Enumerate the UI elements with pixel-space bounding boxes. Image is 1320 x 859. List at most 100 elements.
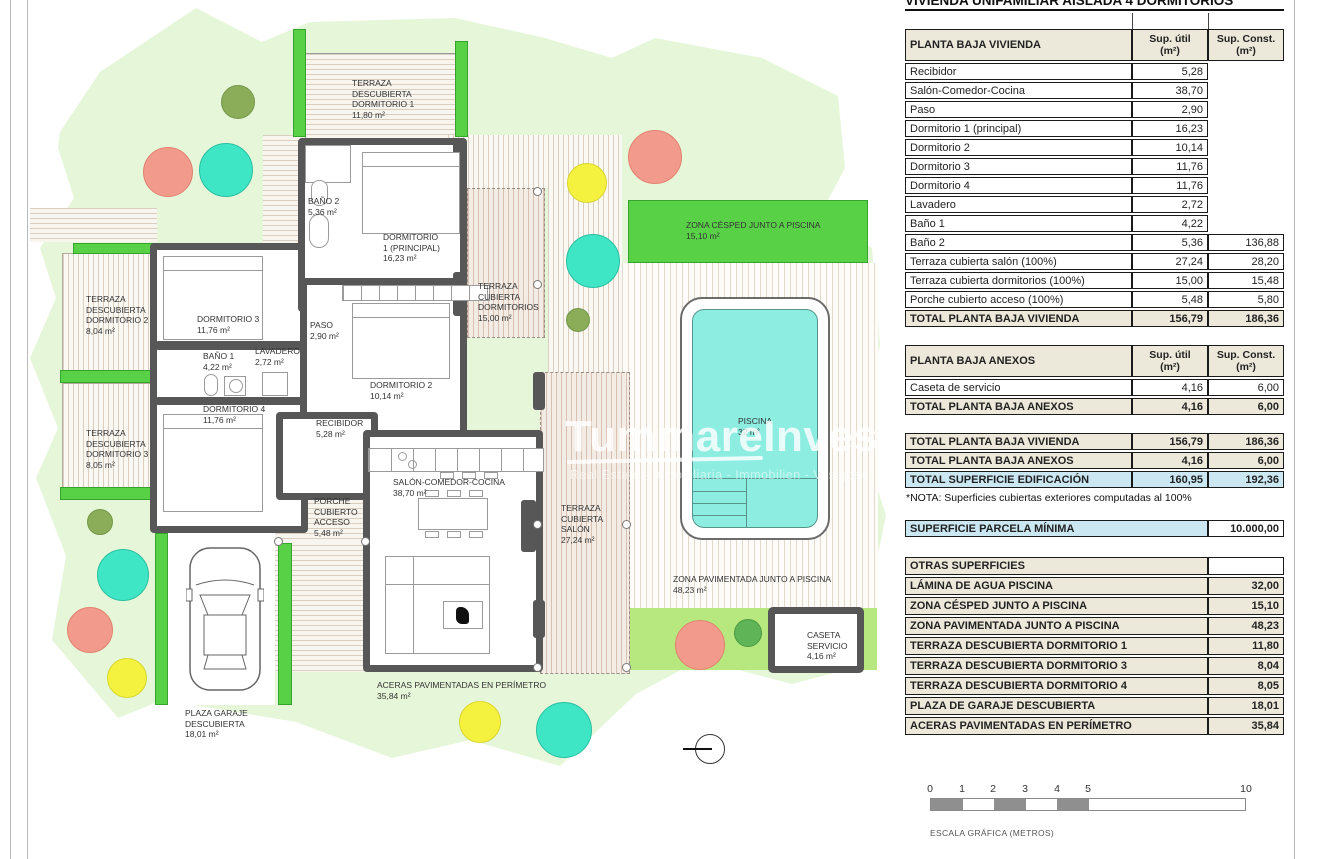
scale-label: ESCALA GRÁFICA (METROS) bbox=[930, 828, 1055, 838]
sofa-line bbox=[385, 584, 490, 585]
col-sup-util: Sup. útil (m²) bbox=[1132, 345, 1208, 377]
table-row: Dormitorio 1 (principal)16,23 bbox=[905, 120, 1285, 137]
label-plaza-garaje: PLAZA GARAJE DESCUBIERTA 18,01 m² bbox=[185, 708, 248, 739]
table-cell: 10,14 bbox=[1132, 139, 1208, 156]
column-dot bbox=[361, 537, 370, 546]
table-cell: ZONA PAVIMENTADA JUNTO A PISCINA bbox=[905, 617, 1208, 635]
table-cell: TOTAL PLANTA BAJA ANEXOS bbox=[905, 398, 1132, 415]
pool-step-line bbox=[692, 515, 746, 516]
toilet-bath2 bbox=[311, 180, 328, 206]
watermark-brand: TummareInvest bbox=[565, 412, 894, 461]
label-zona-pavimentada: ZONA PAVIMENTADA JUNTO A PISCINA 48,23 m… bbox=[673, 574, 832, 595]
scale-tick: 2 bbox=[990, 783, 996, 795]
dining-table bbox=[418, 498, 488, 530]
label-lavadero: LAVADERO 2,72 m² bbox=[255, 346, 301, 367]
column-dot bbox=[622, 520, 631, 529]
scale-tick: 10 bbox=[1240, 783, 1252, 795]
table-cell: 5,80 bbox=[1208, 291, 1284, 308]
table-cell: TERRAZA DESCUBIERTA DORMITORIO 3 bbox=[905, 657, 1208, 675]
sheet-title: VIVIENDA UNIFAMILIAR AISLADA 4 DORMITORI… bbox=[905, 0, 1284, 11]
stool bbox=[462, 472, 476, 479]
terrace-dorm1-paving bbox=[305, 53, 457, 140]
tree-icon bbox=[675, 620, 725, 670]
table-cell: TERRAZA DESCUBIERTA DORMITORIO 1 bbox=[905, 637, 1208, 655]
table-cell: 4,22 bbox=[1132, 215, 1208, 232]
table-cell: Terraza cubierta salón (100%) bbox=[905, 253, 1132, 270]
table-cell: Dormitorio 3 bbox=[905, 158, 1132, 175]
label-aceras: ACERAS PAVIMENTADAS EN PERÍMETRO 35,84 m… bbox=[377, 680, 547, 701]
hedge bbox=[60, 370, 155, 383]
tree-icon bbox=[107, 658, 147, 698]
washer-lavadero bbox=[262, 372, 288, 396]
table-header-row: PLANTA BAJA ANEXOS Sup. útil (m²) Sup. C… bbox=[905, 345, 1285, 377]
caseta-servicio bbox=[768, 607, 864, 673]
walkway-nw bbox=[30, 208, 157, 242]
table-cell: Baño 2 bbox=[905, 234, 1132, 251]
tree-icon bbox=[459, 701, 501, 743]
toilet-bath1 bbox=[204, 374, 218, 396]
table-cell: LÁMINA DE AGUA PISCINA bbox=[905, 577, 1208, 595]
table-cell: 6,00 bbox=[1208, 398, 1284, 415]
table-cell: TOTAL SUPERFICIE EDIFICACIÓN bbox=[905, 471, 1132, 488]
table-cell: 15,10 bbox=[1208, 597, 1284, 615]
label-dorm3: DORMITORIO 3 11,76 m² bbox=[197, 314, 260, 335]
label-porche: PORCHE CUBIERTO ACCESO 5,48 m² bbox=[314, 496, 358, 538]
hedge bbox=[278, 543, 292, 705]
hedge bbox=[293, 29, 306, 137]
bed-line bbox=[362, 166, 460, 167]
table-row: Terraza cubierta dormitorios (100%)15,00… bbox=[905, 272, 1285, 289]
table-cell: 28,20 bbox=[1208, 253, 1284, 270]
bed-dorm1 bbox=[362, 152, 460, 234]
chair bbox=[447, 531, 461, 538]
label-recibidor: RECIBIDOR 5,28 m² bbox=[316, 418, 364, 439]
table-cell: 192,36 bbox=[1208, 471, 1284, 488]
table-cell: Dormitorio 2 bbox=[905, 139, 1132, 156]
label-terraza-cub-dorm: TERRAZA CUBIERTA DORMITORIOS 15,00 m² bbox=[478, 281, 539, 323]
tree-icon bbox=[143, 147, 193, 197]
table-cell: Baño 1 bbox=[905, 215, 1132, 232]
page-border-line bbox=[10, 0, 11, 859]
table-cell: 11,76 bbox=[1132, 177, 1208, 194]
sink-bowl bbox=[229, 379, 243, 393]
tree-icon bbox=[567, 163, 607, 203]
table-cell: Paso bbox=[905, 101, 1132, 118]
label-terraza-desc3: TERRAZA DESCUBIERTA DORMITORIO 3 8,05 m² bbox=[86, 428, 149, 470]
wall-segment bbox=[533, 372, 545, 410]
table-cell: 32,00 bbox=[1208, 577, 1284, 595]
label-bano1: BAÑO 1 4,22 m² bbox=[203, 351, 235, 372]
hedge bbox=[60, 487, 155, 500]
table-cell: 15,48 bbox=[1208, 272, 1284, 289]
table-cell: 6,00 bbox=[1208, 379, 1284, 396]
table-cell: 160,95 bbox=[1132, 471, 1208, 488]
table-cell: TOTAL PLANTA BAJA VIVIENDA bbox=[905, 433, 1132, 450]
chair bbox=[425, 490, 439, 497]
scale-tick: 0 bbox=[927, 783, 933, 795]
tree-icon bbox=[536, 702, 592, 758]
table-cell: PLAZA DE GARAJE DESCUBIERTA bbox=[905, 697, 1208, 715]
table-cell bbox=[1208, 120, 1284, 137]
table-header-row: PLANTA BAJA VIVIENDA Sup. útil (m²) Sup.… bbox=[905, 29, 1285, 61]
page-border-line bbox=[27, 0, 28, 859]
compass-needle bbox=[683, 748, 712, 750]
covered-terrace-living bbox=[540, 372, 630, 674]
bed-line bbox=[352, 317, 450, 318]
table-cell: Recibidor bbox=[905, 63, 1132, 80]
table-header: PLANTA BAJA VIVIENDA bbox=[905, 29, 1132, 61]
table-cell: 186,36 bbox=[1208, 433, 1284, 450]
scale-bar bbox=[930, 798, 1246, 811]
table-cell: TOTAL PLANTA BAJA VIVIENDA bbox=[905, 310, 1132, 327]
table-cell bbox=[1208, 557, 1284, 575]
table-cell: Terraza cubierta dormitorios (100%) bbox=[905, 272, 1132, 289]
bed-dorm2 bbox=[352, 303, 450, 379]
terrace-dorm2-paving bbox=[62, 253, 154, 372]
lawn-zone-pool bbox=[628, 200, 868, 263]
walkway-nw-vertical bbox=[263, 135, 301, 243]
table-cell: 5,48 bbox=[1132, 291, 1208, 308]
